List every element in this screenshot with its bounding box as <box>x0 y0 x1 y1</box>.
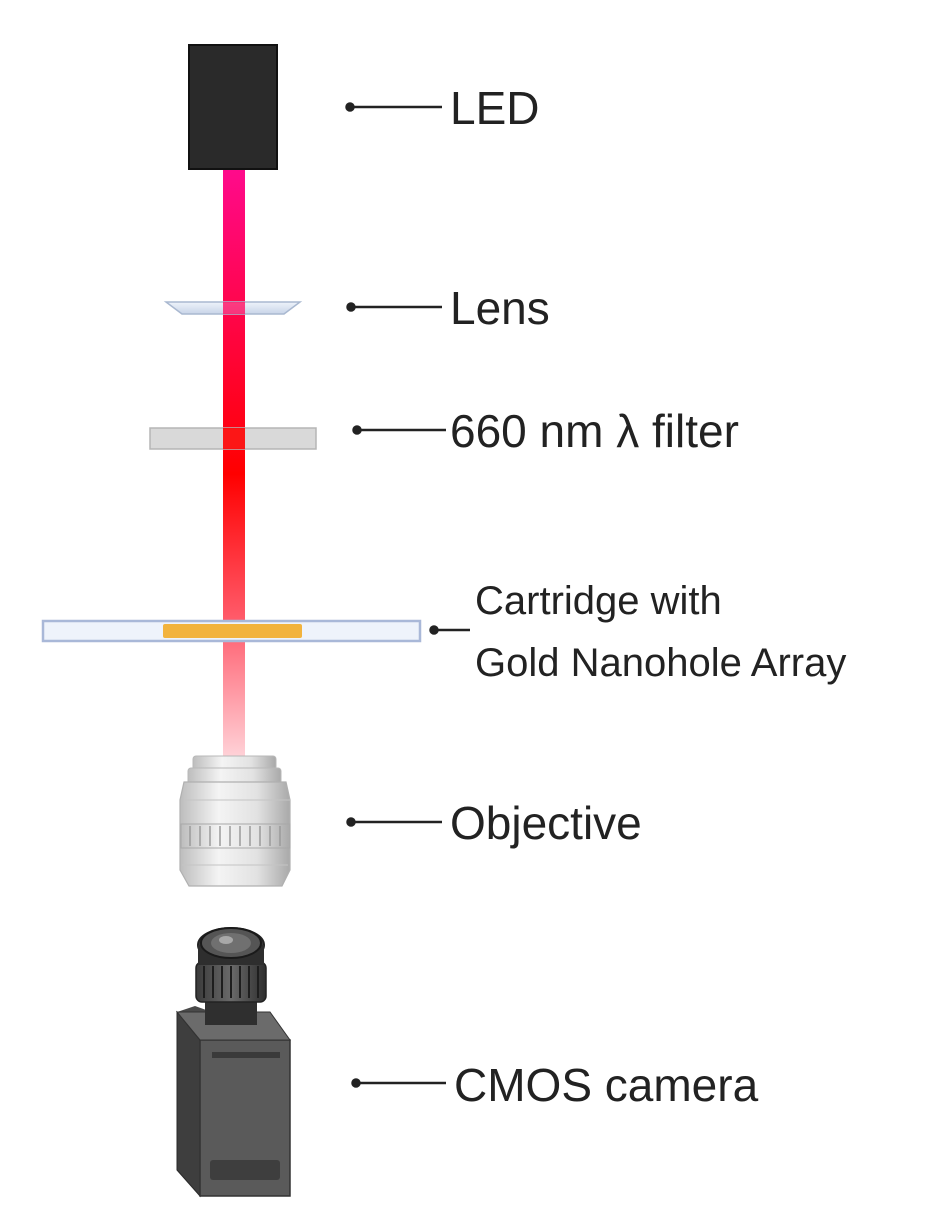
leader-line-camera <box>351 1078 446 1088</box>
led-label: LED <box>450 82 539 134</box>
cartridge-label-line1: Cartridge with <box>475 579 722 623</box>
filter-label: 660 nm λ filter <box>450 405 739 457</box>
cartridge-icon <box>41 619 422 643</box>
light-beam <box>223 168 245 780</box>
camera-icon <box>175 927 291 1198</box>
cartridge-label-line2: Gold Nanohole Array <box>475 641 846 685</box>
camera-label: CMOS camera <box>454 1059 759 1111</box>
leader-line-filter <box>352 425 446 435</box>
leader-line-lens <box>346 302 442 312</box>
gold-nanohole-array <box>163 624 302 638</box>
leader-line-led <box>345 102 442 112</box>
lens-icon <box>163 301 303 315</box>
objective-label: Objective <box>450 797 642 849</box>
leader-line-objective <box>346 817 442 827</box>
led-icon <box>188 44 278 170</box>
filter-icon <box>149 427 317 450</box>
leader-line-cartridge <box>429 625 470 635</box>
lens-label: Lens <box>450 282 550 334</box>
objective-icon <box>179 755 291 887</box>
